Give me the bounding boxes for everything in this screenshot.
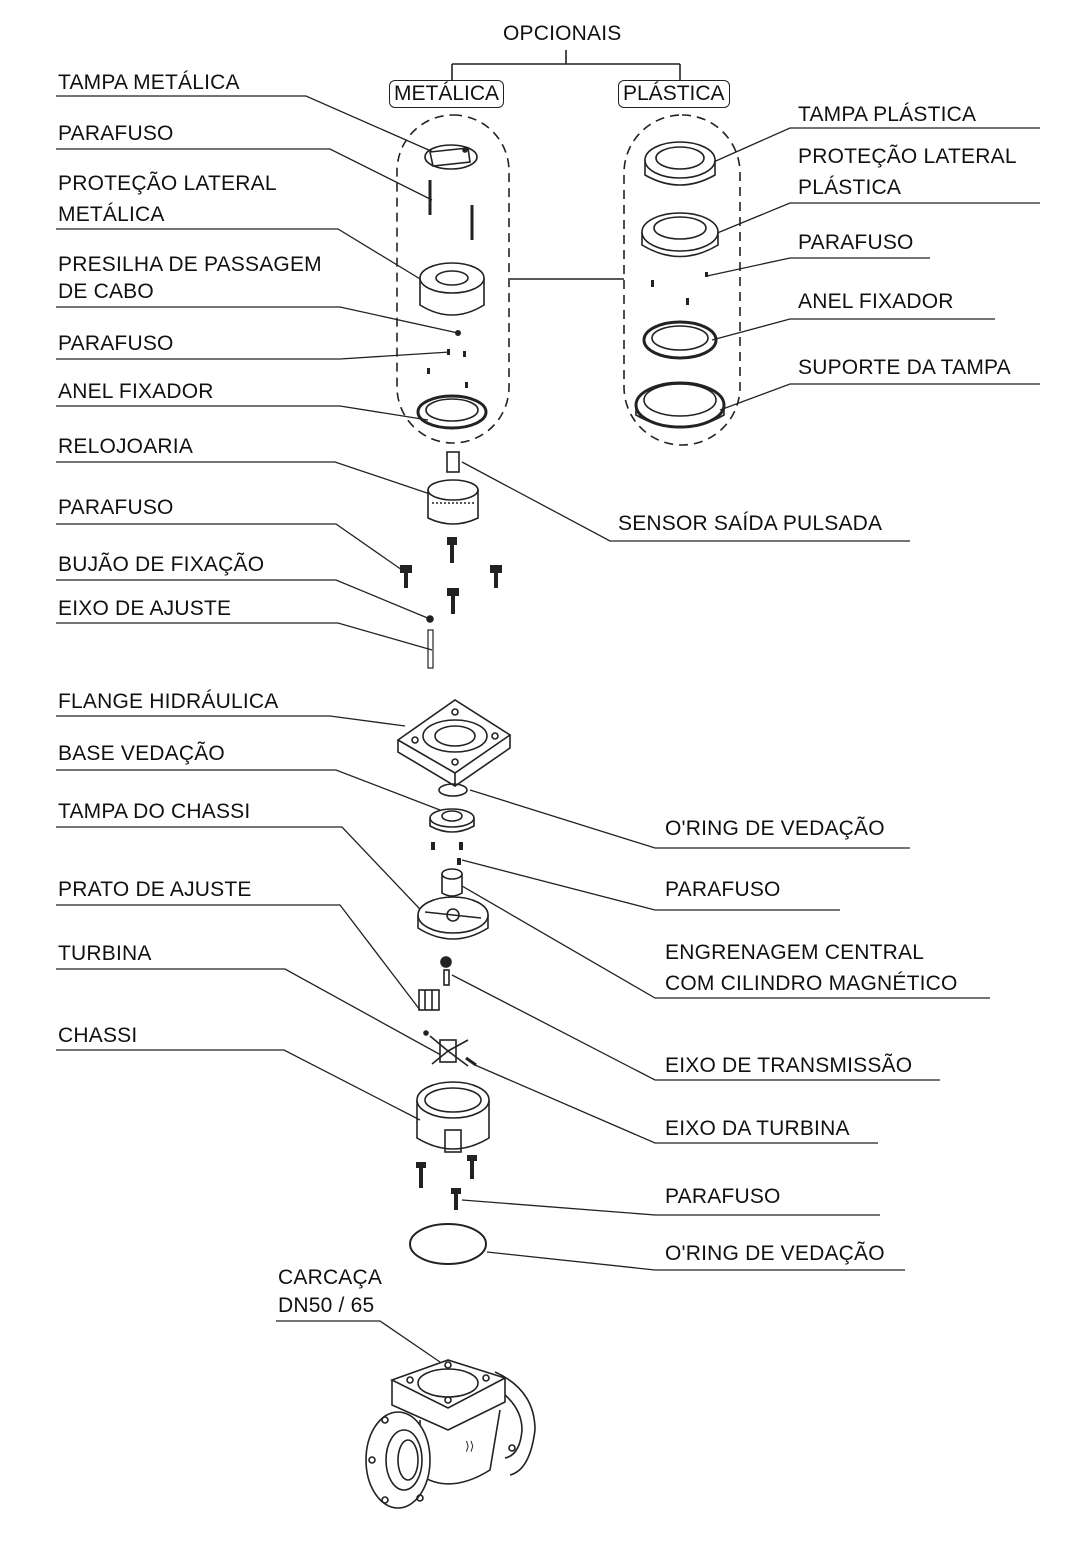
metal-cover-part bbox=[424, 144, 478, 170]
label-eixo-ajuste: EIXO DE AJUSTE bbox=[58, 597, 232, 620]
housing-oring-part bbox=[409, 1223, 487, 1265]
pulse-sensor-part bbox=[446, 451, 460, 473]
leader-lines-left bbox=[56, 95, 459, 1363]
label-parafuso-4: PARAFUSO bbox=[665, 878, 781, 901]
small-screws-metal bbox=[427, 330, 468, 388]
label-protecao-lateral-plastica-1: PROTEÇÃO LATERAL bbox=[798, 145, 1017, 168]
option-outlines bbox=[396, 114, 741, 446]
adjust-plate-part bbox=[418, 989, 440, 1011]
label-tampa-metalica: TAMPA METÁLICA bbox=[58, 71, 240, 94]
chassis-screws bbox=[416, 1155, 477, 1210]
svg-text:⟩⟩: ⟩⟩ bbox=[465, 1439, 474, 1453]
chassis-part bbox=[416, 1081, 490, 1153]
label-parafuso-plastic: PARAFUSO bbox=[798, 231, 914, 254]
leader-lines-right bbox=[451, 127, 1040, 1271]
label-presilha-1: PRESILHA DE PASSAGEM bbox=[58, 253, 322, 276]
metal-fixing-ring-part bbox=[416, 394, 488, 430]
label-turbina: TURBINA bbox=[58, 942, 152, 965]
seal-base-part bbox=[429, 808, 475, 833]
label-engrenagem-2: COM CILINDRO MAGNÉTICO bbox=[665, 972, 958, 995]
label-flange-hidraulica: FLANGE HIDRÁULICA bbox=[58, 690, 279, 713]
label-sensor-saida-pulsada: SENSOR SAÍDA PULSADA bbox=[618, 512, 883, 535]
label-presilha-2: DE CABO bbox=[58, 280, 154, 303]
label-base-vedacao: BASE VEDAÇÃO bbox=[58, 742, 225, 765]
label-carcaca-2: DN50 / 65 bbox=[278, 1294, 375, 1317]
label-relojoaria: RELOJOARIA bbox=[58, 435, 194, 458]
plastic-option-outline bbox=[623, 114, 741, 446]
metal-option-outline bbox=[396, 114, 510, 444]
cover-support-part bbox=[634, 381, 726, 429]
label-tampa-plastica: TAMPA PLÁSTICA bbox=[798, 103, 977, 126]
label-eixo-turbina: EIXO DA TURBINA bbox=[665, 1117, 850, 1140]
register-screws bbox=[400, 537, 502, 614]
label-carcaca-1: CARCAÇA bbox=[278, 1266, 383, 1289]
label-protecao-lateral-metalica-1: PROTEÇÃO LATERAL bbox=[58, 172, 277, 195]
label-tampa-chassi: TAMPA DO CHASSI bbox=[58, 800, 251, 823]
label-protecao-lateral-metalica-2: METÁLICA bbox=[58, 203, 165, 226]
label-bujao-fixacao: BUJÃO DE FIXAÇÃO bbox=[58, 553, 265, 576]
metal-side-protection-part bbox=[419, 262, 485, 316]
label-engrenagem-1: ENGRENAGEM CENTRAL bbox=[665, 941, 925, 964]
options-title: OPCIONAIS bbox=[503, 22, 622, 45]
label-anel-fixador-plastic: ANEL FIXADOR bbox=[798, 290, 954, 313]
label-parafuso-2: PARAFUSO bbox=[58, 332, 174, 355]
metal-screws bbox=[428, 180, 474, 240]
plastic-side-protection-part bbox=[641, 212, 719, 258]
plastic-option-label: PLÁSTICA bbox=[618, 80, 730, 108]
plastic-screws bbox=[651, 272, 708, 305]
housing-part: ⟩⟩ bbox=[365, 1359, 536, 1509]
metal-option-label: METÁLICA bbox=[389, 80, 505, 108]
chassis-cover-screws bbox=[431, 842, 463, 865]
label-chassi: CHASSI bbox=[58, 1024, 138, 1047]
fixing-plug-and-adjust-axis bbox=[426, 615, 434, 669]
label-parafuso-1: PARAFUSO bbox=[58, 122, 174, 145]
options-bracket bbox=[451, 50, 681, 80]
plastic-cover-part bbox=[644, 141, 716, 186]
hydraulic-flange-part bbox=[396, 699, 512, 787]
chassis-cover-part bbox=[417, 896, 489, 940]
transmission-axis-part bbox=[440, 956, 452, 986]
label-parafuso-5: PARAFUSO bbox=[665, 1185, 781, 1208]
label-protecao-lateral-plastica-2: PLÁSTICA bbox=[798, 176, 902, 199]
label-oring-vedacao-1: O'RING DE VEDAÇÃO bbox=[665, 817, 885, 840]
label-oring-vedacao-2: O'RING DE VEDAÇÃO bbox=[665, 1242, 885, 1265]
label-prato-ajuste: PRATO DE AJUSTE bbox=[58, 878, 252, 901]
label-eixo-transmissao: EIXO DE TRANSMISSÃO bbox=[665, 1054, 913, 1077]
label-parafuso-3: PARAFUSO bbox=[58, 496, 174, 519]
label-anel-fixador-metal: ANEL FIXADOR bbox=[58, 380, 214, 403]
central-gear-part bbox=[441, 868, 463, 897]
turbine-part bbox=[423, 1030, 477, 1067]
seal-oring-part bbox=[438, 783, 468, 797]
label-suporte-tampa: SUPORTE DA TAMPA bbox=[798, 356, 1011, 379]
plastic-fixing-ring-part bbox=[642, 320, 718, 360]
register-part bbox=[427, 479, 479, 525]
